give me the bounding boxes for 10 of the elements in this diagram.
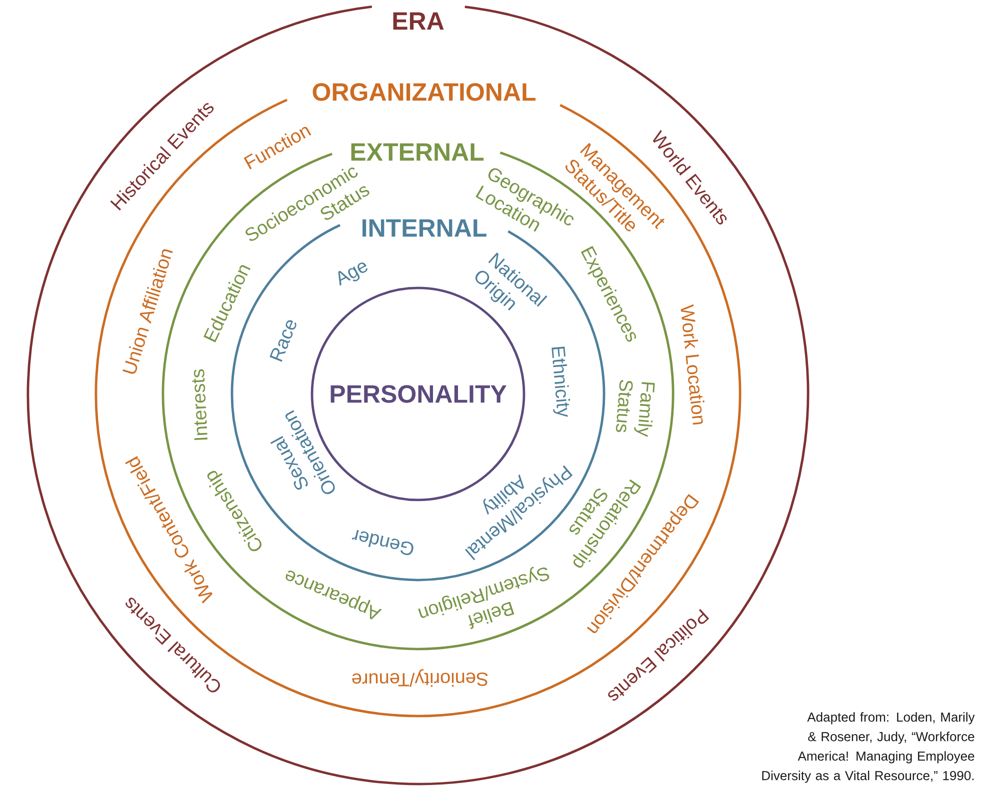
ring-heading: ERA [393, 12, 444, 30]
ring-heading: ORGANIZATIONAL [312, 83, 536, 101]
source-caption: Adapted from: Loden, Marily & Rosener, Judy, “Workforce America! Managing Employee Diversity as a Vital Resource,” 1990. [762, 712, 975, 783]
ring-label: Interests [192, 369, 208, 440]
ring-label: Seniority/Tenure [352, 669, 488, 687]
ring-label: Work Location [680, 304, 704, 425]
ring-label: Ethnicity [552, 346, 570, 417]
ring-label: Family Status [616, 380, 655, 437]
ring-label: Gender [352, 530, 414, 556]
ring-heading: EXTERNAL [351, 143, 484, 161]
